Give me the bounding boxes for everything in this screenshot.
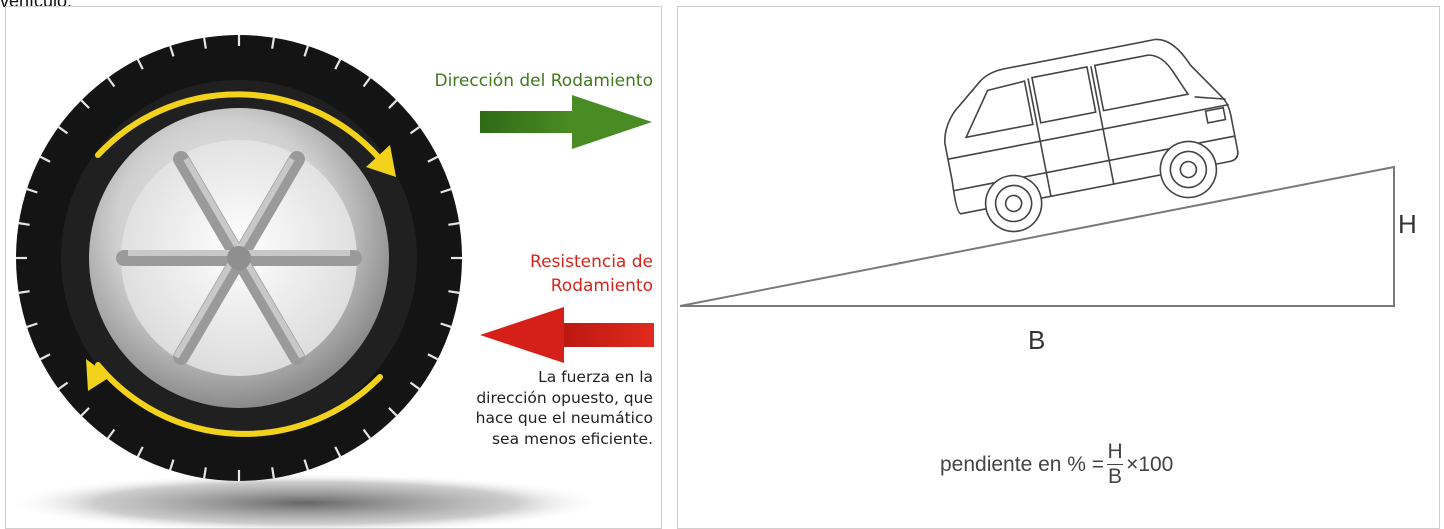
slope-diagram: [679, 38, 1395, 307]
hub-center: [227, 246, 251, 270]
description-line: La fuerza en la: [538, 368, 653, 386]
formula-numerator: H: [1107, 440, 1123, 463]
resistance-label-line2: Rodamiento: [550, 276, 653, 296]
tread-notch: [107, 428, 116, 440]
tread-notch: [303, 459, 309, 471]
tread-notch: [18, 290, 30, 294]
tread-notch: [362, 428, 371, 440]
tread-notch: [169, 45, 175, 57]
tread-notch: [169, 459, 175, 471]
tread-notch: [427, 353, 439, 361]
tread-notch: [26, 322, 38, 328]
resistance-description: La fuerza en la dirección opuesto, que h…: [476, 367, 653, 449]
tread-notch: [18, 222, 30, 226]
description-line: hace que el neumático: [475, 409, 653, 427]
slope-panel: H B pendiente en % = H B ×100: [677, 6, 1440, 529]
formula-prefix: pendiente en % =: [940, 452, 1105, 476]
tread-notch: [409, 381, 421, 390]
tread-notch: [409, 126, 421, 135]
formula-denominator: B: [1108, 465, 1123, 488]
tread-notch: [388, 99, 398, 109]
tread-notch: [39, 155, 51, 163]
tread-notch: [136, 58, 144, 70]
rotation-arrows: [95, 91, 383, 437]
slope-triangle: [679, 165, 1395, 307]
slope-formula: pendiente en % = H B ×100: [940, 441, 1173, 488]
van-icon: [944, 38, 1239, 233]
rotation-arrowhead-top: [366, 145, 396, 177]
tread-notch: [203, 37, 207, 49]
ground-shadow: [6, 473, 606, 528]
tire-illustration: [6, 35, 654, 528]
rolling-resistance-panel: Dirección del Rodamiento Resistencia de …: [5, 6, 662, 529]
formula-suffix: ×100: [1126, 452, 1174, 476]
tread-notch: [26, 188, 38, 194]
tread-notch: [271, 467, 275, 479]
tread-notch: [271, 37, 275, 49]
resistance-label-line1: Resistencia de: [530, 252, 653, 272]
fraction-bar: [1107, 464, 1124, 465]
tread-notch: [448, 290, 460, 294]
tread-notch: [136, 446, 144, 458]
tread-notch: [57, 126, 69, 135]
tread-notch: [334, 446, 342, 458]
tread-notch: [440, 188, 452, 194]
height-label: H: [1398, 209, 1417, 239]
tire: [16, 35, 462, 481]
base-label: B: [1028, 325, 1046, 355]
tread-notch: [57, 381, 69, 390]
tread-notch: [440, 322, 452, 328]
tread-notch: [334, 58, 342, 70]
tread-notch: [80, 99, 90, 109]
tread-notch: [203, 467, 207, 479]
tread-notch: [80, 407, 90, 417]
tread-notch: [39, 353, 51, 361]
resistance-arrow: [480, 307, 654, 363]
tread-notches: [16, 35, 462, 481]
direction-label: Dirección del Rodamiento: [434, 71, 653, 91]
tread-notch: [388, 407, 398, 417]
description-line: dirección opuesto, que: [476, 388, 653, 407]
formula-fraction: H B: [1107, 440, 1124, 488]
cropped-caption-text: vehículo.: [0, 0, 72, 12]
tread-notch: [107, 76, 116, 88]
tread-notch: [448, 222, 460, 226]
direction-arrow: [480, 95, 652, 149]
rotation-arrowhead-bottom: [86, 359, 110, 391]
tread-notch: [303, 45, 309, 57]
description-line: sea menos eficiente.: [491, 429, 653, 448]
tread-notch: [362, 76, 371, 88]
tread-notch: [427, 155, 439, 163]
